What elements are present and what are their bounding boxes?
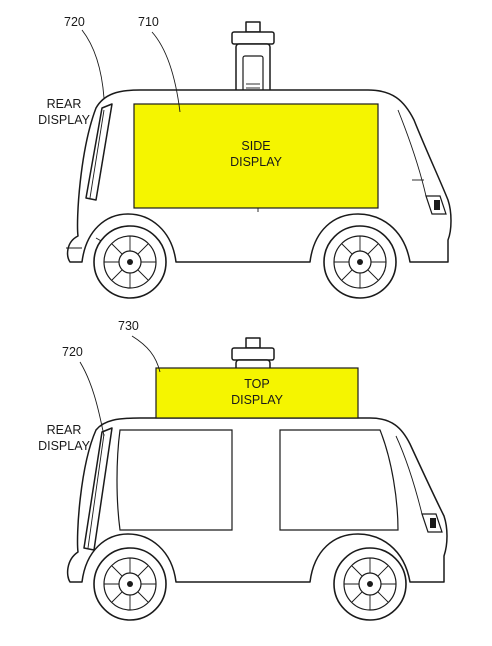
rear-display-panel-bottom	[83, 427, 113, 551]
ref-numeral-710: 710	[138, 15, 159, 29]
rear-display-label-line2-bottom: DISPLAY	[38, 439, 91, 453]
front-wheel-bottom	[333, 547, 407, 621]
leader-line-720-bottom	[79, 361, 105, 437]
leader-line-710	[151, 31, 181, 113]
vehicle-side-view-bottom: TOP DISPLAY 730 720 REAR DISPLAY	[38, 319, 448, 621]
rear-wheel-bottom	[93, 547, 167, 621]
rear-wheel	[93, 225, 167, 299]
rear-display-label-line1-top: REAR	[47, 97, 82, 111]
sensor-mast	[231, 21, 275, 105]
side-window-left	[116, 429, 233, 531]
ref-numeral-730: 730	[118, 319, 139, 333]
leader-line-720-top	[81, 29, 105, 99]
ref-numeral-720-top: 720	[64, 15, 85, 29]
leader-line-730	[131, 335, 161, 373]
side-display-label-line1: SIDE	[241, 139, 270, 153]
vehicle-side-view-top: SIDE DISPLAY 720 710 REAR DISPLAY	[38, 15, 452, 299]
ref-numeral-720-bottom: 720	[62, 345, 83, 359]
side-display-highlight	[133, 103, 379, 209]
side-window-right	[279, 429, 399, 531]
rear-display-panel	[85, 103, 113, 201]
top-display-highlight	[155, 367, 359, 419]
side-display-label-line2: DISPLAY	[230, 155, 283, 169]
rear-display-label-line2-top: DISPLAY	[38, 113, 91, 127]
front-wheel	[323, 225, 397, 299]
top-display-label-line2: DISPLAY	[231, 393, 284, 407]
rear-display-label-line1-bottom: REAR	[47, 423, 82, 437]
top-display-label-line1: TOP	[244, 377, 269, 391]
